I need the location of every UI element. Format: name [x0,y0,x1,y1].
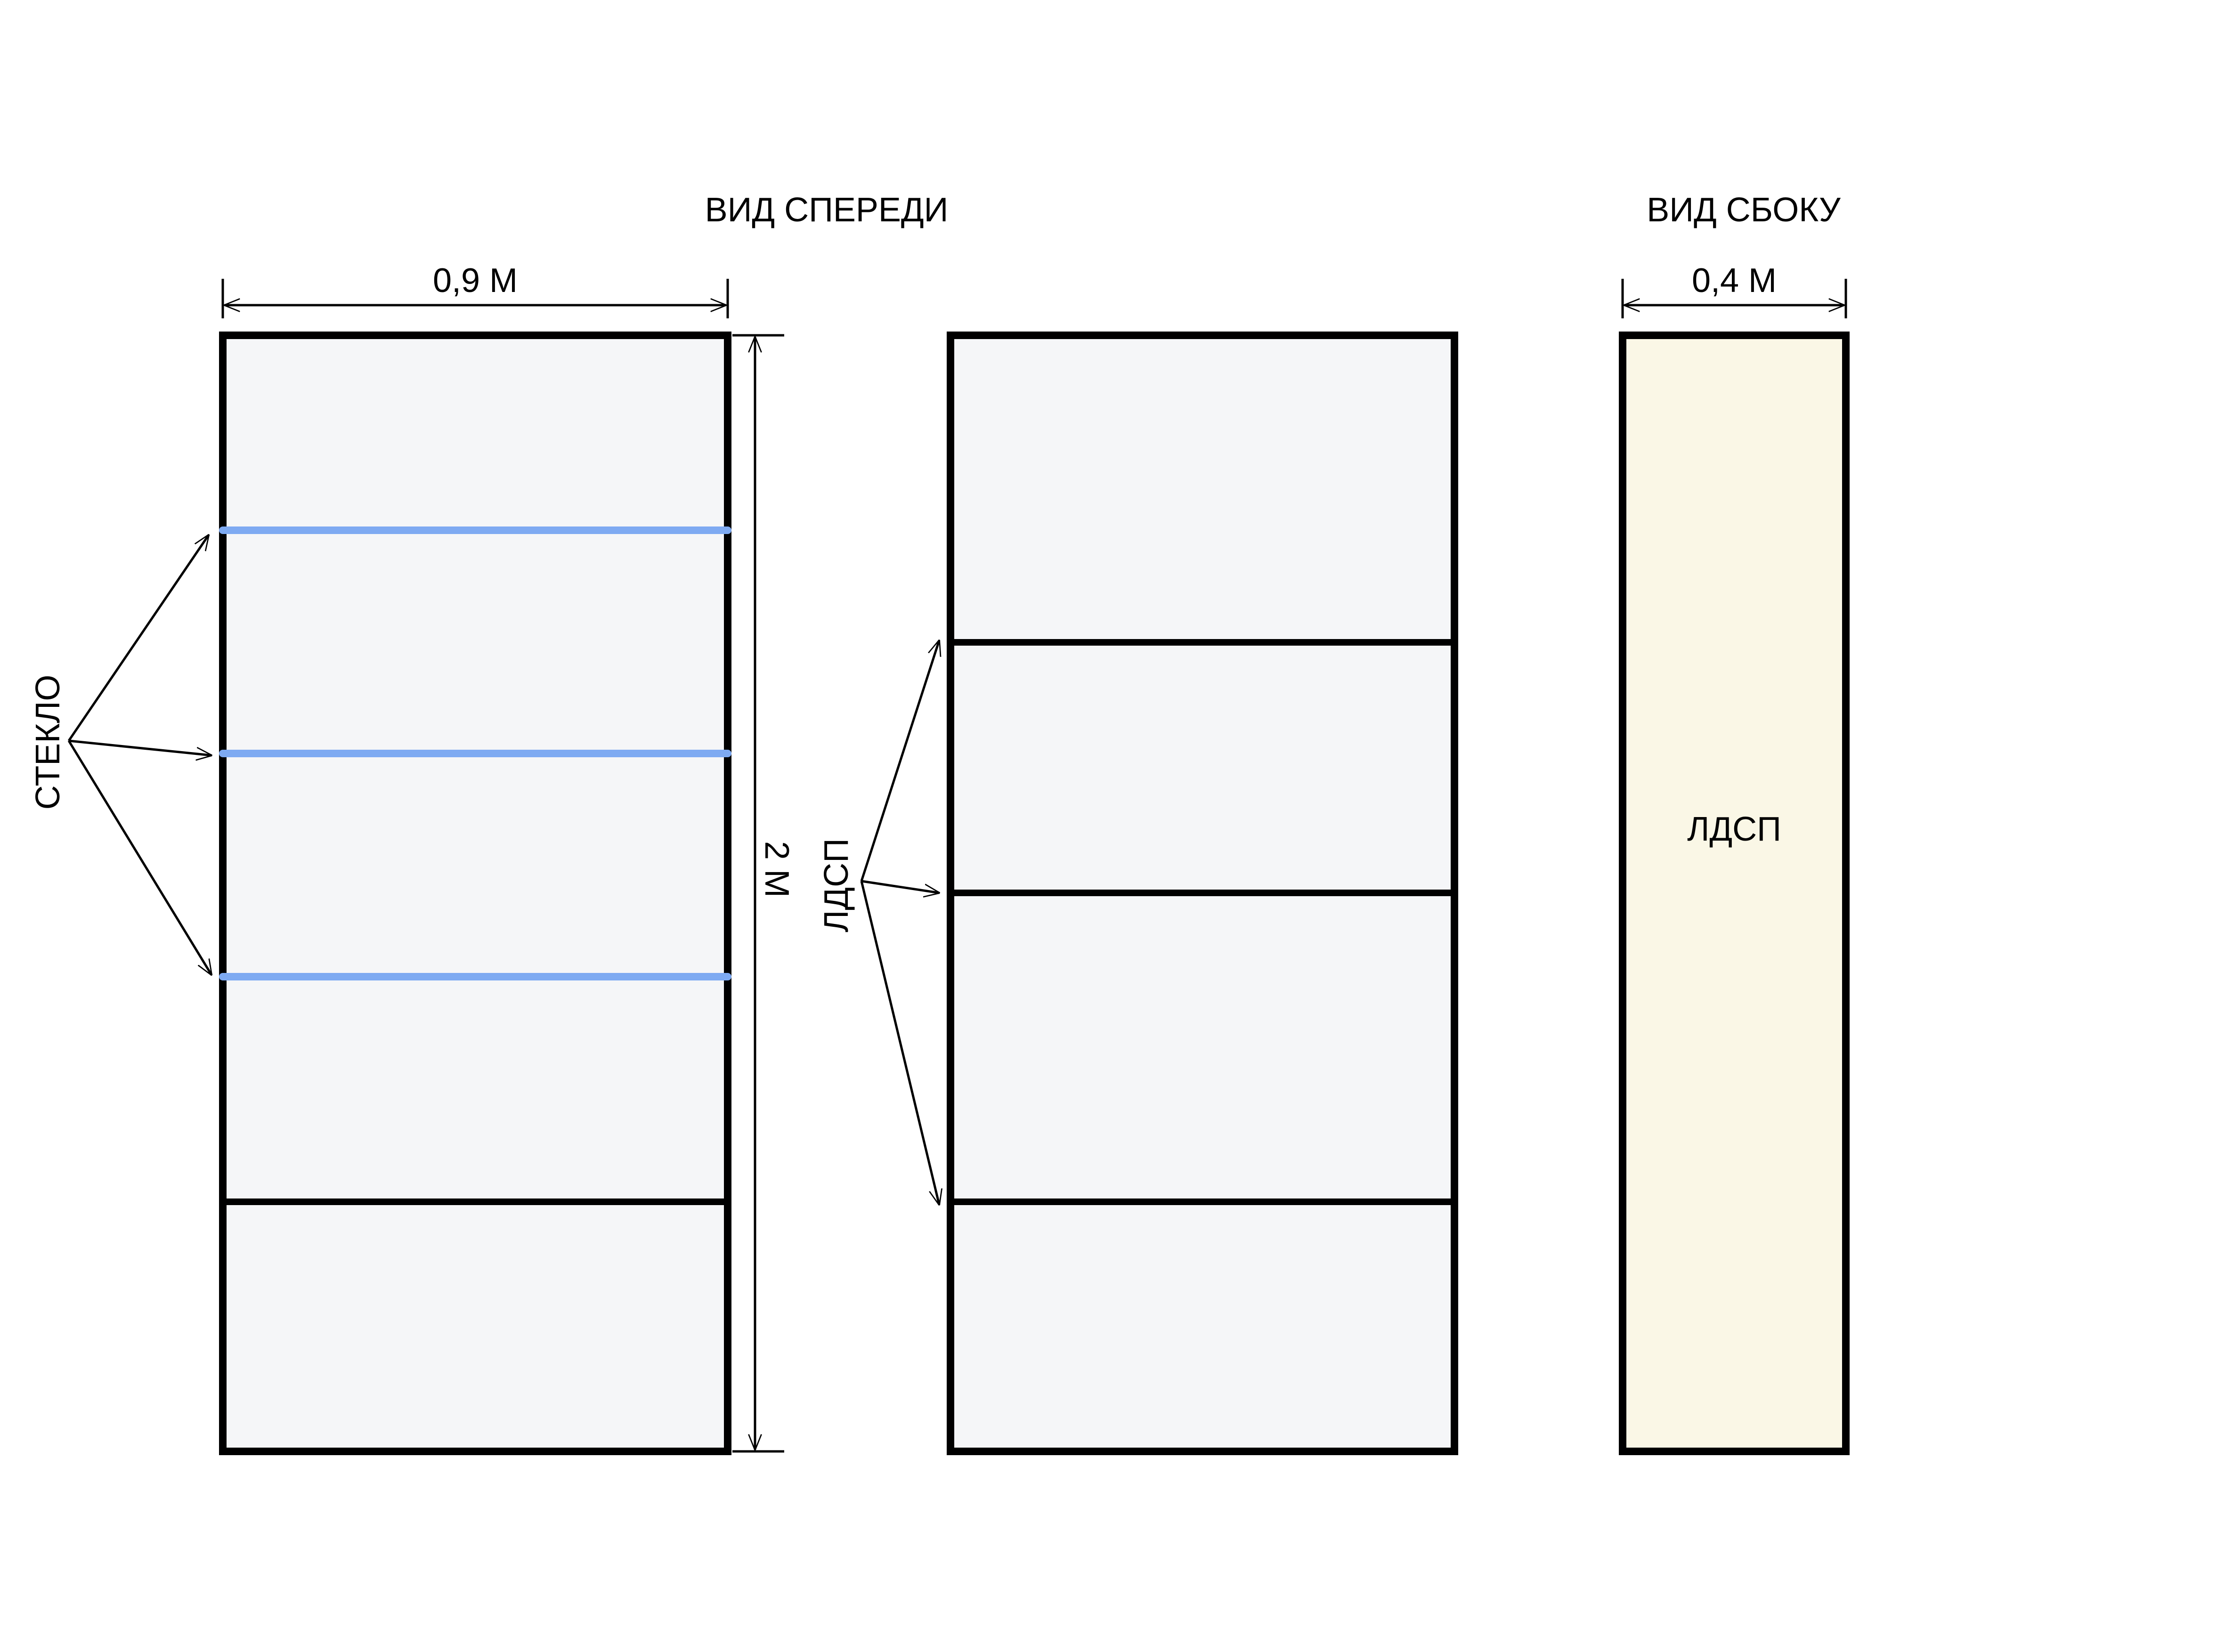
callout-arrow [67,535,209,742]
height-dimension-label: 2 М [758,841,796,898]
front-view-title: ВИД СПЕРЕДИ [705,191,949,229]
side-panel [1619,332,1850,1455]
side-view-title: ВИД СБОКУ [1647,191,1841,229]
front-cabinet-chipboard [947,332,1458,1455]
side-panel-label: ЛДСП [1687,810,1781,848]
depth-dimension-label: 0,4 М [1692,262,1777,300]
width-dimension-label: 0,9 М [433,262,518,300]
glass-callout-label: СТЕКЛО [29,675,67,810]
callout-arrow [860,881,939,1205]
chipboard-callout-label: ЛДСП [818,838,855,932]
front-cabinet-glass [219,332,731,1455]
front-cabinet-glass-body [219,332,731,1455]
depth-dimension: 0,4 М [1621,262,1847,318]
callout-arrow [68,739,211,755]
callout-arrow [860,640,939,882]
height-dimension: 2 М [732,334,796,1453]
callout-arrow [861,880,939,893]
callout-arrow [67,740,211,975]
glass-callout: СТЕКЛО [29,535,211,975]
side-view-cabinet: ЛДСП [1619,332,1850,1455]
width-dimension: 0,9 М [221,262,729,318]
chipboard-callout: ЛДСП [818,640,939,1205]
